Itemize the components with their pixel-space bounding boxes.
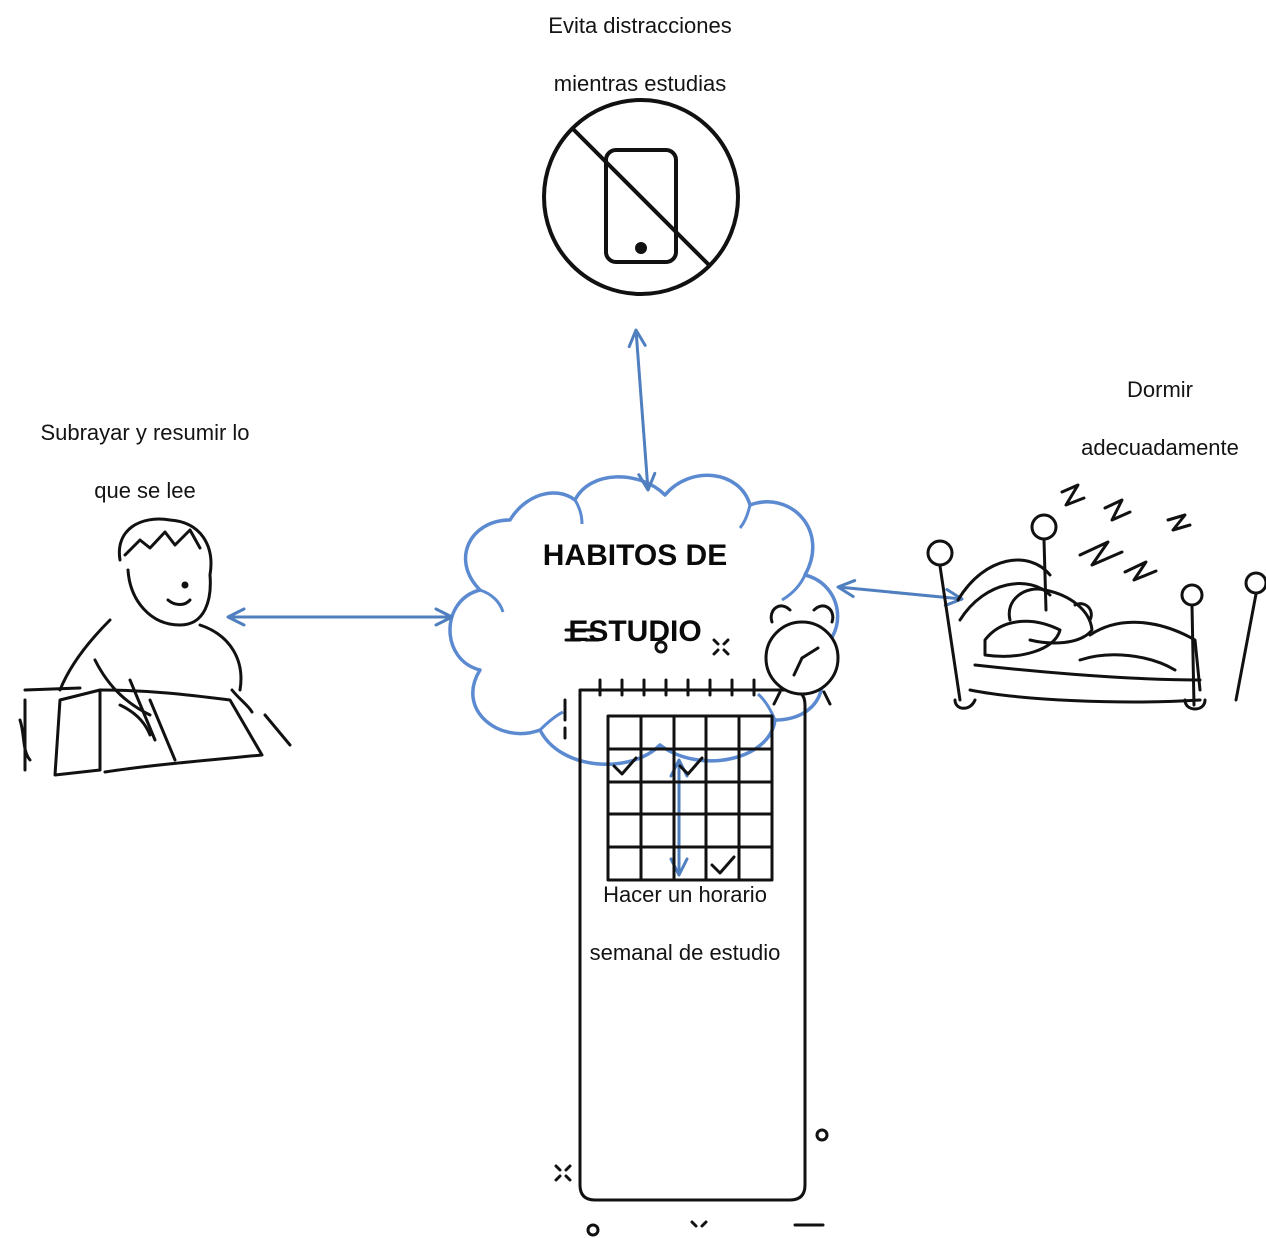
calendar-rings bbox=[598, 678, 756, 697]
arrow-right bbox=[836, 579, 964, 607]
check-icon bbox=[612, 756, 638, 776]
center-title-line2: ESTUDIO bbox=[568, 615, 702, 648]
calendar-grid bbox=[606, 714, 774, 882]
label-right-line2: adecuadamente bbox=[1081, 435, 1239, 460]
label-right: Dormir adecuadamente bbox=[1060, 361, 1260, 477]
label-left-line1: Subrayar y resumir lo bbox=[40, 420, 250, 445]
label-left-line2: que se lee bbox=[94, 478, 196, 503]
label-bottom-line1: Hacer un horario bbox=[603, 882, 767, 907]
sleeping-in-bed-icon bbox=[926, 483, 1266, 711]
label-bottom: Hacer un horario semanal de estudio bbox=[545, 866, 825, 982]
label-left: Subrayar y resumir lo que se lee bbox=[0, 404, 290, 520]
arrow-top bbox=[627, 328, 657, 492]
label-bottom-line2: semanal de estudio bbox=[589, 940, 781, 965]
label-top-line2: mientras estudias bbox=[553, 71, 727, 96]
label-top-line1: Evita distracciones bbox=[548, 13, 732, 38]
check-icon bbox=[710, 855, 736, 875]
check-icon bbox=[678, 756, 704, 776]
student-writing-icon bbox=[18, 517, 292, 777]
label-top: Evita distracciones mientras estudias bbox=[485, 0, 795, 113]
label-right-line1: Dormir bbox=[1127, 377, 1193, 402]
calendar-alarm-clock-icon bbox=[554, 604, 840, 1237]
connector-arrows bbox=[226, 328, 964, 877]
center-title: HABITOS DE ESTUDIO bbox=[495, 518, 775, 670]
center-title-line1: HABITOS DE bbox=[542, 539, 728, 572]
no-phone-icon bbox=[542, 98, 740, 296]
